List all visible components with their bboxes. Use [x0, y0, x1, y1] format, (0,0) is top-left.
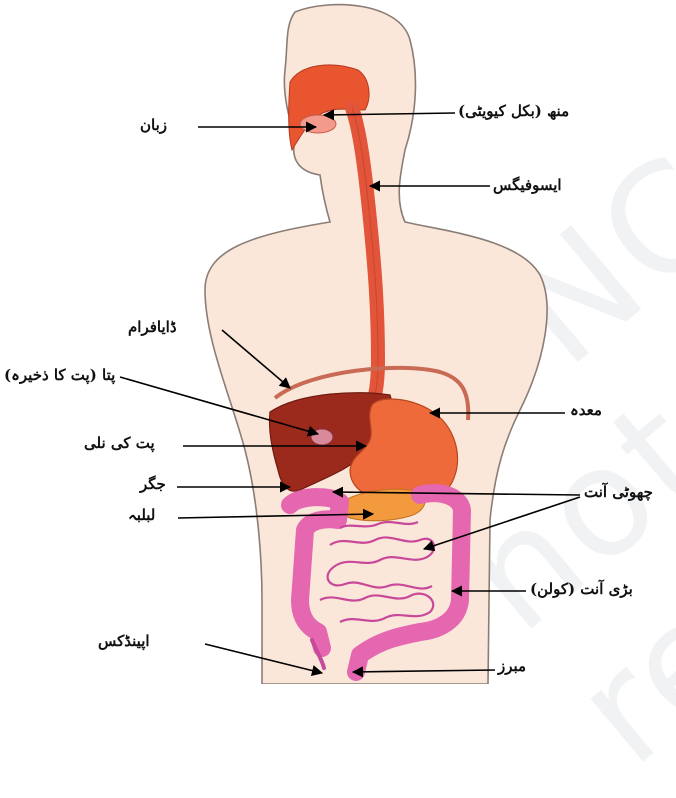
- label-mouth: منھ (بکل کیویٹی): [458, 102, 569, 120]
- label-stomach: معدہ: [570, 401, 602, 419]
- label-oesophagus: ایسوفیگس: [493, 176, 562, 194]
- label-appendix: اپینڈکس: [98, 632, 150, 650]
- label-liver: جگر: [140, 475, 166, 493]
- label-large-intestine: بڑی آنت (کولن): [530, 580, 633, 598]
- digestive-system-diagram: © NCERT not to be republished: [0, 0, 676, 684]
- tongue: [300, 115, 336, 133]
- label-diaphragm: ڈایافرام: [128, 318, 177, 336]
- label-pancreas: لبلبہ: [128, 506, 155, 524]
- label-anus: مبرز: [498, 657, 526, 675]
- gall-bladder: [311, 429, 333, 445]
- label-gall-bladder: پتا (پت کا ذخیرہ): [4, 366, 115, 384]
- label-bile-duct: پت کی نلی: [84, 434, 155, 452]
- label-small-intestine: چھوٹی آنت: [584, 483, 653, 501]
- label-tongue: زبان: [140, 116, 167, 134]
